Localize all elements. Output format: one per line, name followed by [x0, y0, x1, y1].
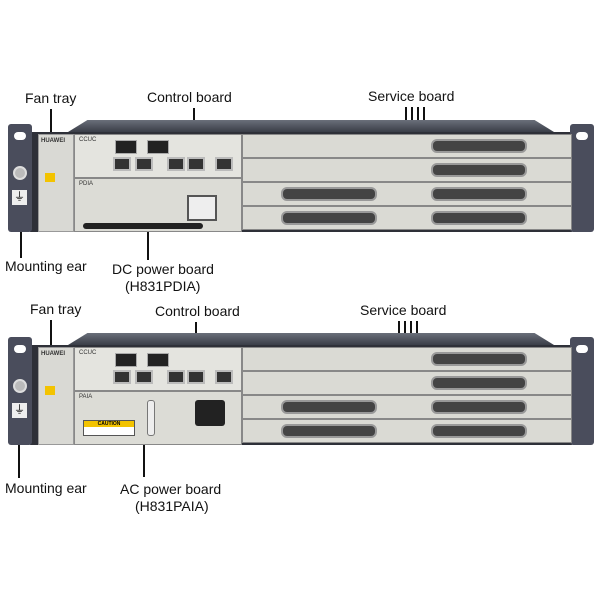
- power-lever: [147, 400, 155, 436]
- board-name: CCUC: [79, 350, 97, 356]
- ethernet-port: [187, 157, 205, 171]
- dc-chassis: ⏚ HUAWEI CCUC PDIA: [8, 120, 594, 238]
- sfp-port: [147, 353, 169, 367]
- connector: [431, 187, 527, 201]
- service-board-label: Service board: [360, 302, 447, 318]
- connector: [281, 211, 377, 225]
- ethernet-port: [167, 157, 185, 171]
- connector: [431, 424, 527, 438]
- chassis-top: [68, 333, 554, 345]
- service-board: [242, 371, 572, 395]
- service-board: [242, 134, 572, 158]
- ac-socket: [195, 400, 225, 426]
- service-board: [242, 182, 572, 206]
- fan-tray-label: Fan tray: [30, 301, 82, 317]
- brand-text: HUAWEI: [41, 351, 65, 357]
- power-board-model: (H831PAIA): [135, 498, 209, 514]
- mounting-ear-label: Mounting ear: [5, 258, 87, 274]
- leader-line: [147, 205, 149, 260]
- power-board-model: (H831PDIA): [125, 278, 201, 294]
- fan-tray: HUAWEI: [38, 347, 74, 445]
- service-board: [242, 347, 572, 371]
- connector: [431, 211, 527, 225]
- service-board-label: Service board: [368, 88, 455, 104]
- ethernet-port: [187, 370, 205, 384]
- board-name: PDIA: [79, 181, 94, 187]
- screw-icon: [13, 379, 27, 393]
- service-board: [242, 206, 572, 230]
- fan-tray-label: Fan tray: [25, 90, 77, 106]
- power-board-label: DC power board: [112, 261, 214, 277]
- service-board: [242, 395, 572, 419]
- connector: [281, 187, 377, 201]
- board-name: CCUC: [79, 137, 97, 143]
- connector: [281, 400, 377, 414]
- connector: [431, 139, 527, 153]
- ethernet-port: [135, 370, 153, 384]
- caution-text: CAUTION: [84, 421, 134, 427]
- control-board-label: Control board: [147, 89, 232, 105]
- connector: [431, 400, 527, 414]
- screw-icon: [13, 166, 27, 180]
- service-board: [242, 158, 572, 182]
- ethernet-port: [215, 370, 233, 384]
- chassis-top: [68, 120, 554, 132]
- sfp-port: [115, 140, 137, 154]
- board-handle: [83, 223, 203, 229]
- mounting-ear-label: Mounting ear: [5, 480, 87, 496]
- sfp-port: [147, 140, 169, 154]
- leader-line: [20, 232, 22, 258]
- leader-line: [18, 443, 20, 478]
- ethernet-port: [113, 157, 131, 171]
- mounting-ear-left: ⏚: [8, 337, 32, 445]
- fan-tray: HUAWEI: [38, 134, 74, 232]
- ethernet-port: [167, 370, 185, 384]
- leader-line: [143, 415, 145, 477]
- power-board-label: AC power board: [120, 481, 222, 497]
- control-board: CCUC: [74, 134, 242, 178]
- caution-label: CAUTION: [83, 420, 135, 436]
- mounting-ear-right: [570, 337, 594, 445]
- service-board: [242, 419, 572, 443]
- ac-chassis: ⏚ HUAWEI CCUC PAIA CAUTION: [8, 333, 594, 451]
- ac-power-board: PAIA CAUTION: [74, 391, 242, 445]
- leader-line: [50, 109, 52, 154]
- ground-icon: ⏚: [12, 403, 27, 418]
- leader-line: [50, 320, 52, 362]
- mounting-ear-left: ⏚: [8, 124, 32, 232]
- sfp-port: [115, 353, 137, 367]
- dc-power-board: PDIA: [74, 178, 242, 232]
- brand-text: HUAWEI: [41, 138, 65, 144]
- ethernet-port: [215, 157, 233, 171]
- board-name: PAIA: [79, 394, 93, 400]
- mounting-ear-right: [570, 124, 594, 232]
- ethernet-port: [113, 370, 131, 384]
- connector: [281, 424, 377, 438]
- warning-icon: [45, 173, 55, 182]
- connector: [431, 163, 527, 177]
- control-board-label: Control board: [155, 303, 240, 319]
- ethernet-port: [135, 157, 153, 171]
- control-board: CCUC: [74, 347, 242, 391]
- warning-icon: [45, 386, 55, 395]
- connector: [431, 376, 527, 390]
- connector: [431, 352, 527, 366]
- ground-icon: ⏚: [12, 190, 27, 205]
- dc-terminal: [187, 195, 217, 221]
